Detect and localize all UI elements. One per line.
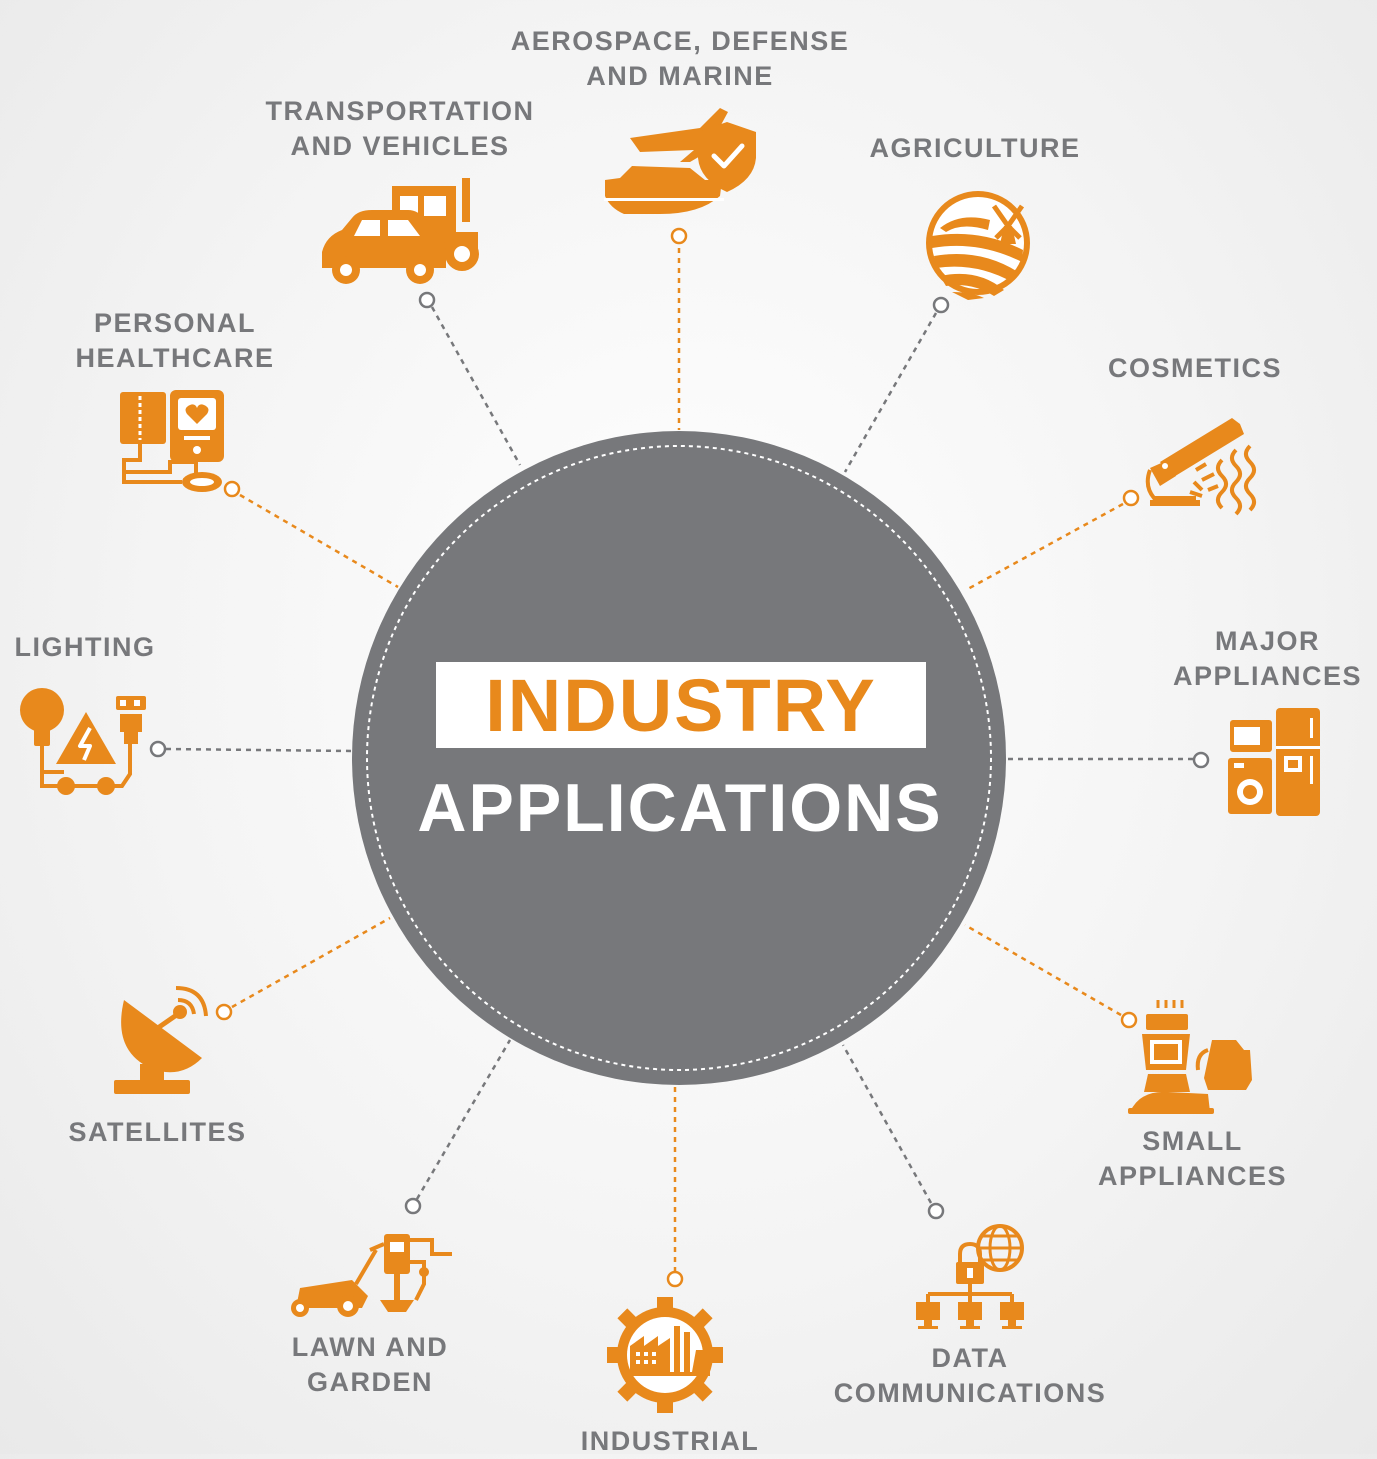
connector-agriculture [843, 312, 938, 473]
label-lighting: LIGHTING [14, 632, 156, 662]
connectors [165, 248, 1193, 1272]
node-industrial [666, 1270, 684, 1288]
blender-kettle-iron-icon [1128, 1000, 1252, 1114]
node-aerospace [670, 227, 688, 245]
label-agriculture: AGRICULTURE [869, 133, 1081, 163]
node-data-communications [927, 1202, 945, 1220]
node-major-appliances [1192, 751, 1210, 769]
blood-pressure-monitor-icon [120, 390, 224, 492]
node-satellites [215, 1003, 233, 1021]
car-tractor-icon [322, 178, 479, 284]
label-satellites: SATELLITES [68, 1117, 247, 1147]
farm-windmill-icon [926, 191, 1030, 300]
connector-transportation [430, 306, 522, 466]
connector-lawn-and-garden [415, 1039, 512, 1200]
hub-title: INDUSTRY [485, 664, 877, 747]
label-major-appliances: MAJOR APPLIANCES [1172, 626, 1363, 691]
node-small-appliances [1120, 1011, 1138, 1029]
connector-lighting [165, 747, 353, 753]
label-small-appliances: SMALL APPLIANCES [1097, 1126, 1288, 1191]
label-data-communications: DATA COMMUNICATIONS [833, 1343, 1107, 1408]
hub-title-box [436, 662, 926, 748]
node-personal-healthcare [223, 480, 241, 498]
connector-cosmetics [965, 502, 1124, 592]
label-lawn-and-garden: LAWN AND GARDEN [291, 1332, 449, 1397]
airplane-shield-ship-icon [604, 108, 756, 214]
connector-personal-healthcare [239, 493, 399, 589]
hub-dashed-ring [366, 445, 992, 1071]
node-cosmetics [1122, 489, 1140, 507]
lawnmower-drill-icon [291, 1234, 452, 1317]
connector-small-appliances [964, 923, 1122, 1017]
factory-gear-icon [607, 1297, 723, 1413]
bulb-warning-plug-icon [20, 688, 146, 795]
satellite-dish-icon [114, 986, 208, 1094]
hub-circle [352, 431, 1006, 1085]
label-transportation: TRANSPORTATION AND VEHICLES [265, 96, 535, 161]
label-personal-healthcare: PERSONAL HEALTHCARE [75, 308, 275, 373]
label-industrial: INDUSTRIAL [580, 1426, 760, 1456]
node-agriculture [932, 296, 950, 314]
connector-nodes [149, 227, 1210, 1288]
network-lock-globe-icon [916, 1224, 1024, 1329]
washer-fridge-icon [1228, 708, 1320, 816]
hair-straightener-icon [1145, 418, 1256, 516]
hub [352, 431, 1006, 1085]
hub-subtitle: APPLICATIONS [417, 770, 943, 846]
node-lawn-and-garden [404, 1197, 422, 1215]
label-cosmetics: COSMETICS [1107, 353, 1282, 383]
connector-satellites [231, 916, 391, 1009]
connector-data-communications [841, 1044, 933, 1204]
node-transportation [418, 291, 436, 309]
label-aerospace: AEROSPACE, DEFENSE AND MARINE [510, 26, 850, 91]
node-lighting [149, 740, 167, 758]
